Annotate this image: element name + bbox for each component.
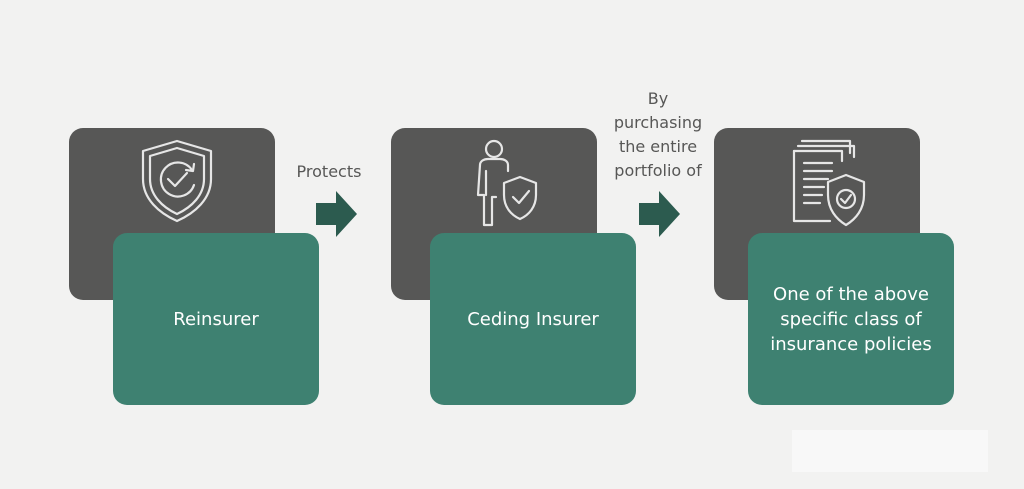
connector-2-label: By purchasing the entire portfolio of (613, 89, 703, 180)
person-shield-icon (476, 139, 538, 227)
background-patch (792, 430, 988, 472)
step-2-label: Ceding Insurer (467, 308, 599, 330)
step-3-card: One of the above specific class of insur… (748, 233, 954, 405)
connector-1-label: Protects (296, 162, 362, 181)
step-3-label: One of the above specific class of insur… (770, 283, 932, 355)
step-2-card: Ceding Insurer (430, 233, 636, 405)
arrow-2-icon (639, 191, 680, 237)
step-1-card: Reinsurer (113, 233, 319, 405)
arrow-1-icon (316, 191, 357, 237)
documents-shield-icon (792, 139, 866, 227)
step-1-label: Reinsurer (173, 308, 259, 330)
shield-check-icon (141, 139, 213, 223)
